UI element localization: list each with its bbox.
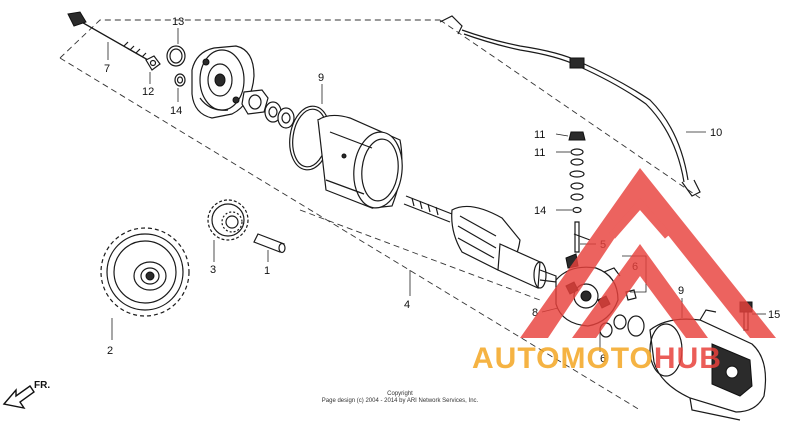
callout-12: 12: [142, 86, 154, 98]
callout-9-right: 9: [678, 285, 684, 297]
watermark-text: AUTOMOTOHUB: [472, 342, 722, 375]
callout-9-left: 9: [318, 72, 324, 84]
part-shaft-1: [253, 233, 286, 254]
watermark-text-moto: MOTO: [560, 342, 653, 375]
copyright-line-2: Page design (c) 2004 - 2014 by ARI Netwo…: [322, 398, 479, 404]
watermark-logo: [520, 168, 776, 338]
part-o-ring-13: [166, 45, 186, 67]
callout-8: 8: [532, 307, 538, 319]
part-sprocket-2: [100, 227, 190, 317]
part-nut-stack: [568, 131, 586, 253]
part-motor-case: [317, 114, 403, 209]
part-bolt-7: [67, 11, 149, 61]
callout-3: 3: [210, 264, 216, 276]
callout-2: 2: [107, 345, 113, 357]
watermark-text-hub: HUB: [654, 342, 722, 375]
callout-4: 4: [404, 299, 410, 311]
callout-14-left: 14: [170, 105, 182, 117]
part-rear-cover-9: [649, 309, 767, 421]
part-gear-3: [207, 199, 249, 241]
callout-14-right: 14: [534, 205, 546, 217]
callout-11-bottom: 11: [534, 147, 545, 159]
copyright-line-1: Copyright: [387, 391, 413, 397]
callout-6-bottom: 6: [600, 353, 606, 365]
part-lock-plate: [241, 89, 269, 115]
part-seal-14-left: [174, 73, 186, 87]
part-washer-12: [145, 55, 161, 71]
part-cable-10: [439, 15, 701, 197]
watermark-text-auto: AUTO: [472, 342, 560, 375]
callout-10: 10: [710, 127, 722, 139]
callout-15: 15: [768, 309, 780, 321]
part-armature-4: [403, 195, 557, 289]
leader-11-top: [555, 133, 569, 137]
part-front-cover: [191, 45, 255, 119]
front-arrow-label: FR.: [34, 380, 50, 391]
callout-13: 13: [172, 16, 184, 28]
callout-1: 1: [264, 265, 270, 277]
callout-11-top: 11: [534, 129, 545, 141]
callout-7: 7: [104, 63, 110, 75]
front-direction-arrow: [2, 385, 35, 410]
part-washers-pair: [264, 101, 295, 129]
assembly-outline: [59, 19, 701, 411]
